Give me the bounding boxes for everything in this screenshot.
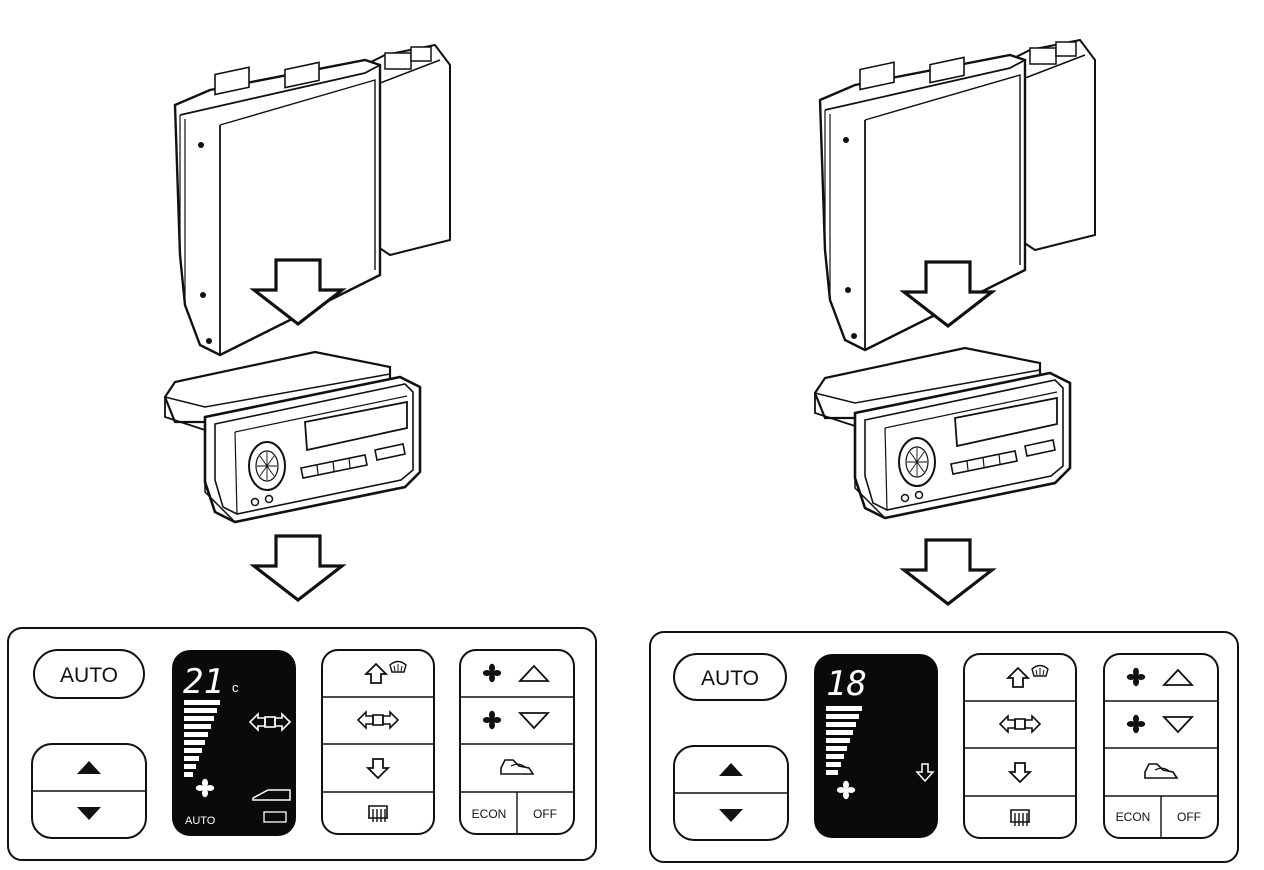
fan-control-group[interactable]: ECON OFF xyxy=(1103,653,1219,839)
fan-level-bars xyxy=(184,700,220,777)
mode-button-group[interactable] xyxy=(321,649,435,835)
fan-level-bar xyxy=(826,714,859,719)
fan-level-bar xyxy=(826,738,850,743)
rear-defrost-icon xyxy=(263,811,287,823)
temperature-stepper[interactable] xyxy=(673,745,789,841)
lcd-display: 18 xyxy=(814,654,938,838)
fan-level-bar xyxy=(184,740,205,745)
temperature-readout: 18 xyxy=(826,664,867,704)
fan-level-bar xyxy=(826,730,853,735)
fan-level-bar xyxy=(184,716,214,721)
head-unit-right xyxy=(813,346,1072,520)
svg-text:AUTO: AUTO xyxy=(701,667,759,690)
floor-mode-icon xyxy=(915,763,935,783)
fan-level-bar xyxy=(184,700,220,705)
svg-text:AUTO: AUTO xyxy=(185,815,216,827)
fan-level-bars xyxy=(826,706,862,775)
auto-button[interactable]: AUTO xyxy=(33,649,145,699)
econ-button[interactable]: ECON xyxy=(1116,810,1151,824)
fan-level-bar xyxy=(184,724,211,729)
control-panel-right: AUTO 18 xyxy=(649,631,1239,863)
fan-level-bar xyxy=(826,762,841,767)
fan-level-bar xyxy=(184,732,208,737)
fan-level-bar xyxy=(826,770,838,775)
head-unit-left xyxy=(163,350,422,524)
fan-level-bar xyxy=(826,722,856,727)
fan-level-bar xyxy=(826,706,862,711)
temperature-readout: 21 xyxy=(183,662,224,702)
down-arrow-icon xyxy=(252,534,344,602)
fan-level-bar xyxy=(184,764,196,769)
down-arrow-icon xyxy=(902,538,994,606)
fan-level-bar xyxy=(184,748,202,753)
recirculation-icon xyxy=(252,789,291,801)
auto-button[interactable]: AUTO xyxy=(673,653,787,701)
fan-level-bar xyxy=(184,756,199,761)
fan-level-bar xyxy=(184,708,217,713)
fan-control-group[interactable]: ECON OFF xyxy=(459,649,575,835)
econ-button[interactable]: ECON xyxy=(472,807,507,821)
lcd-display: 21 c AUTO xyxy=(172,650,296,836)
control-panel-left: AUTO 21 c AUTO xyxy=(7,627,597,861)
fan-level-bar xyxy=(826,746,847,751)
off-button[interactable]: OFF xyxy=(533,807,557,821)
mode-button-group[interactable] xyxy=(963,653,1077,839)
temperature-stepper[interactable] xyxy=(31,743,147,839)
off-button[interactable]: OFF xyxy=(1177,810,1201,824)
fan-level-bar xyxy=(184,772,193,777)
svg-text:AUTO: AUTO xyxy=(60,664,118,687)
fan-level-bar xyxy=(826,754,844,759)
svg-text:c: c xyxy=(232,680,239,695)
